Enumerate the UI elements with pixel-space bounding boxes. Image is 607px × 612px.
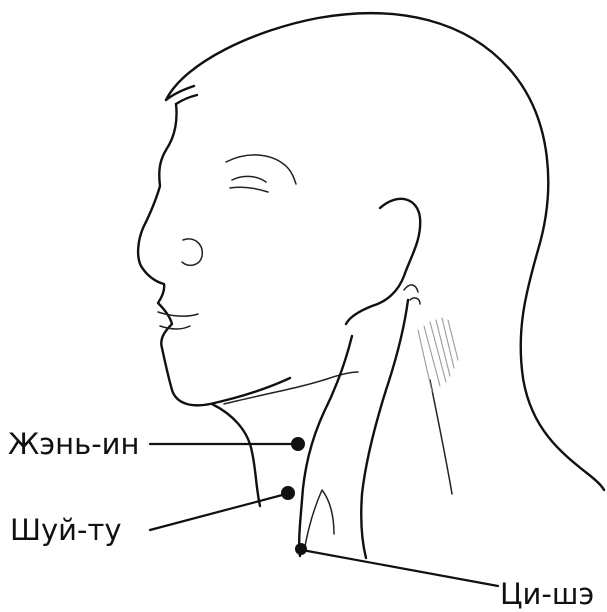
ear-inner bbox=[404, 285, 420, 304]
point-2-dot bbox=[281, 486, 295, 500]
hairline-tuft bbox=[166, 86, 197, 104]
face-profile bbox=[138, 104, 290, 405]
neck-muscle-front bbox=[299, 336, 352, 556]
leader-line-point-2 bbox=[150, 494, 286, 530]
neck-front bbox=[212, 404, 260, 506]
jaw-line bbox=[224, 372, 358, 404]
mouth bbox=[158, 312, 198, 329]
point-1-dot bbox=[291, 437, 305, 451]
label-point-1: Жэнь-ин bbox=[8, 427, 139, 461]
leader-line-point-3 bbox=[302, 550, 498, 586]
label-point-3: Ци-шэ bbox=[500, 577, 594, 611]
point-3-dot bbox=[295, 543, 307, 555]
nostril bbox=[182, 239, 202, 265]
clavicle-notch bbox=[430, 380, 452, 494]
ear bbox=[346, 199, 420, 324]
head-drawing bbox=[138, 13, 604, 558]
label-point-2: Шуй-ту bbox=[10, 513, 122, 547]
neck-shading bbox=[418, 318, 458, 392]
eye bbox=[230, 176, 268, 192]
neck-ridge bbox=[304, 490, 334, 552]
neck-muscle-back bbox=[361, 300, 408, 558]
